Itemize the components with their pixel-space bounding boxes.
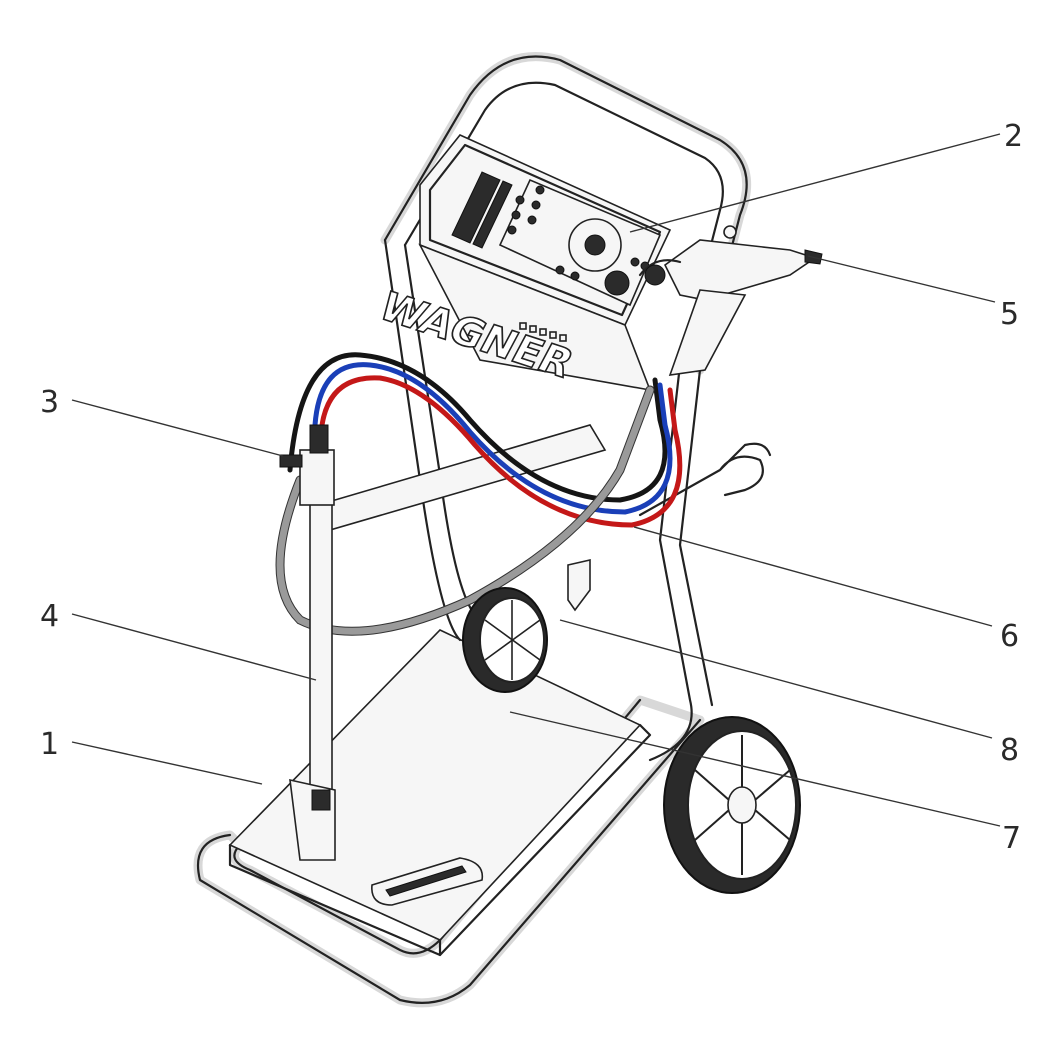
- callout-1: 1: [40, 727, 59, 762]
- leader-2: [629, 133, 1001, 233]
- suction-tube: [279, 424, 336, 861]
- callout-labels: 1 2 3 4 5 6 7 8: [40, 119, 1023, 856]
- vent-grille: [451, 171, 513, 249]
- suction-pipe: [309, 499, 333, 801]
- callout-5: 5: [1000, 297, 1019, 332]
- leader-3: [71, 399, 284, 457]
- hose-connector: [567, 558, 591, 612]
- callout-4: 4: [40, 599, 59, 634]
- leader-6: [633, 526, 993, 627]
- callout-2: 2: [1004, 119, 1023, 154]
- panel-buttons: [507, 185, 650, 281]
- callout-8: 8: [1000, 733, 1019, 768]
- callout-7: 7: [1002, 821, 1021, 856]
- logo-dots: [519, 322, 567, 342]
- wheel-rear: [462, 587, 548, 693]
- wheel-front: [663, 716, 801, 894]
- hose-bundle: [275, 352, 683, 636]
- leader-7: [509, 711, 1001, 827]
- callout-6: 6: [1000, 619, 1019, 654]
- gun-holder-hook: [638, 442, 772, 517]
- cart-base-frame: [193, 629, 705, 1008]
- callout-3: 3: [40, 385, 59, 420]
- control-unit: WAGNER: [370, 134, 672, 392]
- leader-8: [559, 619, 993, 739]
- cart-upright-frame: [316, 52, 752, 762]
- spray-gun: [638, 225, 823, 376]
- injector: [299, 449, 335, 506]
- callout-lines: [71, 133, 1001, 827]
- leader-5: [807, 255, 996, 303]
- leader-4: [71, 613, 317, 681]
- control-knob: [604, 270, 630, 296]
- leader-1: [71, 741, 263, 785]
